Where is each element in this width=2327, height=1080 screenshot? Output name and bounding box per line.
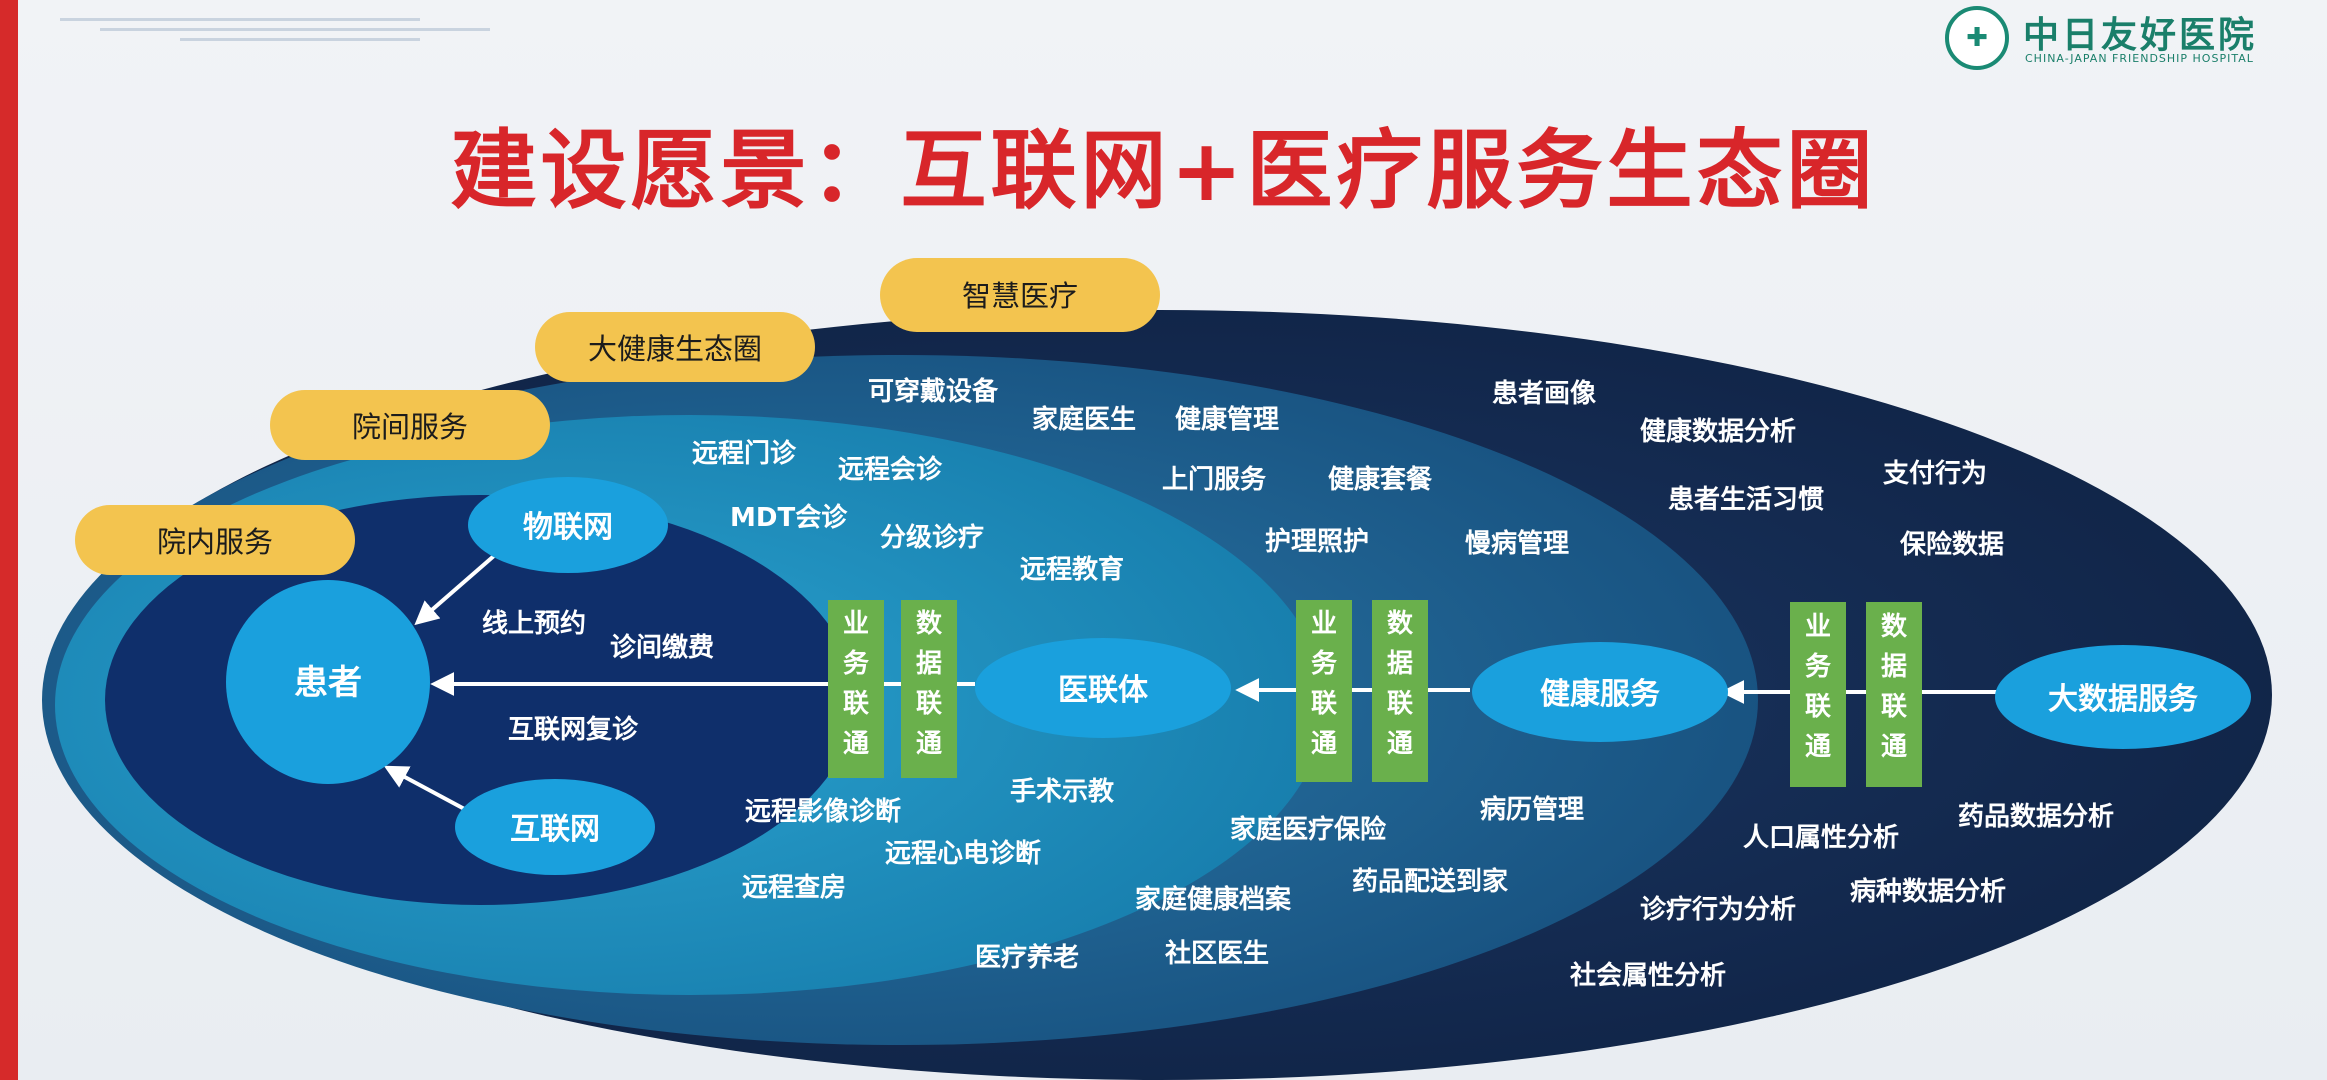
service-item: 分级诊疗 [880,522,984,553]
link-business-char: 联 [843,689,869,719]
service-item: 家庭医疗保险 [1230,814,1387,845]
tag-smart-medical-label: 智慧医疗 [962,279,1078,313]
hospital-emblem-icon: ✚ [1945,6,2009,70]
service-item: 家庭医生 [1032,404,1136,435]
link-data-char: 联 [1387,689,1413,719]
service-item: 医疗养老 [975,942,1079,973]
link-data-char: 通 [1387,729,1413,759]
service-item: 互联网复诊 [508,714,639,745]
link-business-char: 联 [1311,689,1337,719]
link-data-char: 据 [916,649,942,679]
top-decoration [60,10,490,46]
service-item: 手术示教 [1010,777,1114,807]
tag-in-hospital-label: 院内服务 [157,525,273,559]
service-item: 药品数据分析 [1958,802,2114,832]
link-pair-3: 业 务 联 通 数 据 联 通 [1790,602,1922,787]
service-item: 远程心电诊断 [885,838,1041,869]
service-item: 社会属性分析 [1570,960,1726,991]
service-item: 远程门诊 [692,438,797,469]
link-business-char: 通 [1311,729,1337,759]
tag-in-hospital: 院内服务 [75,505,355,575]
link-data-char: 通 [916,729,942,759]
service-item: 诊间缴费 [610,632,714,663]
node-internet: 互联网 [455,779,655,875]
link-data-char: 数 [1881,612,1908,642]
service-item: 远程教育 [1020,554,1124,585]
hospital-logo: ✚ 中日友好医院 CHINA-JAPAN FRIENDSHIP HOSPITAL [1945,6,2305,72]
service-item: 远程影像诊断 [745,796,901,827]
link-pair-2: 业 务 联 通 数 据 联 通 [1296,600,1428,782]
link-business-char: 务 [843,649,869,679]
logo-name-en: CHINA-JAPAN FRIENDSHIP HOSPITAL [2025,52,2254,65]
link-data-char: 数 [916,609,943,639]
link-pair-1: 业 务 联 通 数 据 联 通 [828,600,957,778]
service-item: 患者画像 [1492,379,1597,409]
service-item: 患者生活习惯 [1668,485,1824,515]
logo-name-cn: 中日友好医院 [2023,14,2258,56]
arrow-internet-to-patient [383,765,471,814]
service-item: 病种数据分析 [1850,877,2006,907]
node-health-service: 健康服务 [1472,642,1728,742]
service-item: 家庭健康档案 [1135,884,1292,915]
node-health-service-label: 健康服务 [1540,677,1660,712]
tag-inter-hospital: 院间服务 [270,390,550,460]
service-item: 上门服务 [1162,465,1266,495]
service-item: 病历管理 [1480,795,1584,825]
service-item: 慢病管理 [1465,529,1569,559]
tag-smart-medical: 智慧医疗 [880,258,1160,332]
node-iot-label: 物联网 [523,510,613,545]
node-medical-union: 医联体 [975,638,1231,738]
service-item: 远程查房 [742,873,846,903]
page-title: 建设愿景：互联网+医疗服务生态圈 [450,121,1877,221]
link-data-char: 据 [1881,652,1907,682]
node-patient: 患者 [226,580,430,784]
node-big-data: 大数据服务 [1995,645,2251,749]
link-business-char: 联 [1805,692,1831,722]
node-medical-union-label: 医联体 [1058,673,1149,708]
service-item: 健康套餐 [1328,464,1433,495]
service-item: 健康管理 [1175,404,1279,435]
service-item: MDT会诊 [730,502,848,533]
service-item: 药品配送到家 [1352,866,1508,897]
link-data-char: 通 [1881,732,1907,762]
tag-big-health-label: 大健康生态圈 [588,332,762,366]
link-business-char: 业 [1311,609,1337,639]
node-patient-label: 患者 [294,663,362,703]
link-business-char: 务 [1311,649,1337,679]
service-item: 线上预约 [482,608,586,639]
service-item: 人口属性分析 [1743,823,1899,853]
service-item: 健康数据分析 [1640,416,1796,447]
service-item: 社区医生 [1165,938,1269,969]
link-data-char: 联 [916,689,942,719]
link-data-char: 数 [1387,609,1414,639]
node-big-data-label: 大数据服务 [2048,682,2198,717]
service-item: 诊疗行为分析 [1640,894,1796,925]
arrow-iot-to-patient [414,553,497,626]
node-iot: 物联网 [468,477,668,573]
link-business-char: 务 [1805,652,1831,682]
service-item: 支付行为 [1883,458,1987,489]
service-item: 保险数据 [1899,529,2004,560]
service-item: 远程会诊 [838,454,943,485]
link-business-char: 业 [843,609,869,639]
link-data-char: 联 [1881,692,1907,722]
left-red-edge [0,0,18,1080]
link-business-char: 业 [1805,612,1831,642]
link-data-char: 据 [1387,649,1413,679]
link-business-char: 通 [1805,732,1831,762]
tag-big-health: 大健康生态圈 [535,312,815,382]
node-internet-label: 互联网 [510,812,600,847]
link-business-char: 通 [843,729,869,759]
service-item: 可穿戴设备 [868,376,999,407]
service-item: 护理照护 [1265,527,1369,557]
tag-inter-hospital-label: 院间服务 [352,410,468,444]
